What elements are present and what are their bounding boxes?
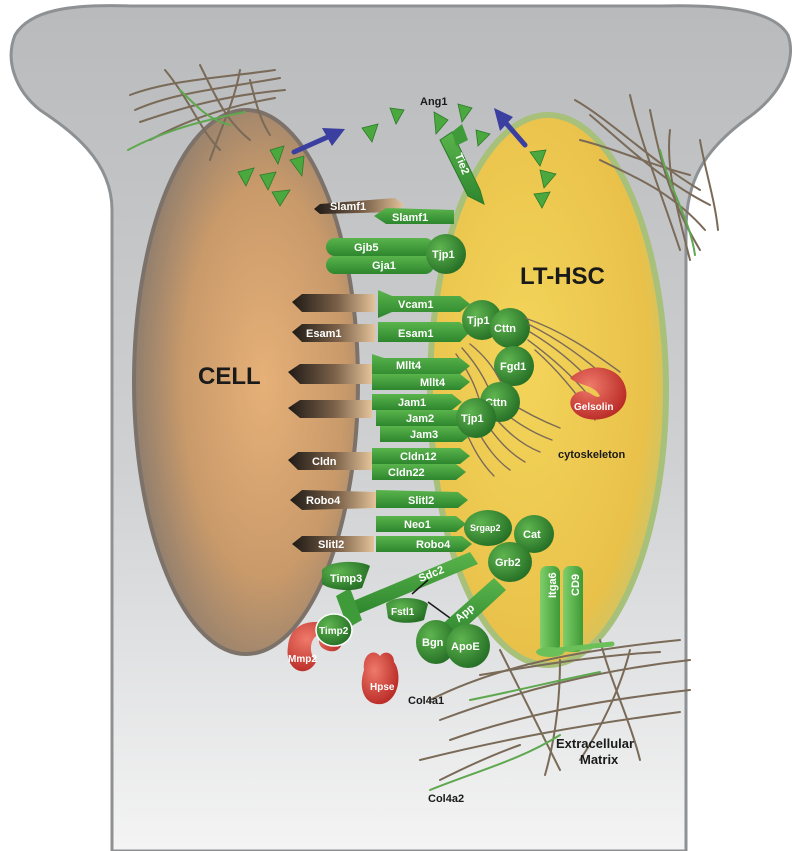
robo4-left-label: Robo4 [306,495,341,507]
cldn12-label: Cldn12 [400,451,437,463]
timp2-ball [315,613,353,647]
slitl2-right-shape [376,490,468,508]
ecm-fibers-bottom [419,639,691,791]
mllt4-partner-shape [288,364,372,384]
slamf1-right-shape [374,208,454,224]
slitl2-left-label: Slitl2 [318,539,344,551]
apoe-ball [446,624,490,668]
timp3-label: Timp3 [330,573,362,585]
neo1-shape [376,516,466,532]
ang1-label: Ang1 [420,96,448,108]
tjp1-b-label: Tjp1 [467,315,490,327]
tjp1-a-label: Tjp1 [432,249,455,261]
fgd1-ball [494,346,534,386]
mllt4-b-label: Mllt4 [420,377,446,389]
slamf1-right-label: Slamf1 [392,212,428,224]
cldn12-shape [372,448,470,464]
jam1-shape [372,394,462,410]
arrow-ang1-left [291,128,345,155]
mllt4-a-shape [372,354,470,378]
gjb5-label: Gjb5 [354,242,378,254]
esam1-right-shape [378,322,470,342]
fgd1-label: Fgd1 [500,361,526,373]
cell-label: CELL [198,363,261,390]
cldn22-shape [372,464,466,480]
esam1-right-label: Esam1 [398,328,433,340]
grb2-ball [488,542,532,582]
cat-label: Cat [523,529,541,541]
ecm-label-line2: Matrix [580,752,619,767]
cd9-shape [537,566,615,655]
ecm-label-line1: Extracellular [556,736,634,751]
fstl1-shape [386,598,428,623]
grb2-label: Grb2 [495,557,521,569]
gja1-label: Gja1 [372,260,396,272]
tjp1-c-label: Tjp1 [461,413,484,425]
jam-partner-shape [288,400,372,418]
vcam1-label: Vcam1 [398,299,433,311]
app-shape [438,578,506,640]
slitl2-left-shape [292,536,374,552]
srgap2-label: Srgap2 [470,523,501,533]
robo4-left-shape [290,490,376,510]
slamf1-left-label: Slamf1 [330,201,366,213]
bgn-ball [416,620,456,664]
fstl1-label: Fstl1 [391,607,415,618]
bgn-label: Bgn [422,637,444,649]
slitl2-right-label: Slitl2 [408,495,434,507]
mllt4-a-label: Mllt4 [396,360,422,372]
robo4-right-shape [376,536,472,552]
jam1-label: Jam1 [398,397,426,409]
cldn-label: Cldn [312,456,337,468]
tie2-receptor [439,124,485,205]
jam3-shape [380,426,472,442]
mllt4-b-shape [372,374,470,390]
hpse-shape [361,652,399,705]
hpse-label: Hpse [370,682,395,693]
vcam1-partner-shape [292,294,375,312]
ecm-fibers-top-right [574,94,719,261]
neo1-label: Neo1 [404,519,431,531]
cat-ball [514,515,554,553]
jam3-label: Jam3 [410,429,438,441]
cd9-label: CD9 [570,574,582,596]
arrow-ang1-right [494,108,528,148]
fstl1-connector [411,579,451,619]
ecm-fibers-top-left [127,64,286,161]
slamf1-left-shape [314,198,404,214]
col4a2-label: Col4a2 [428,793,464,805]
cldn22-label: Cldn22 [388,467,425,479]
sdc2-shape [336,552,478,628]
mmp2-label: Mmp2 [288,654,317,665]
timp3-shape [322,561,370,591]
ang1-ligands [237,103,557,209]
itga6-label: Itga6 [547,572,559,598]
robo4-right-label: Robo4 [416,539,451,551]
tjp1-c-ball [456,398,496,438]
cttn-a-label: Cttn [494,323,516,335]
cttn-a-ball [490,308,530,348]
srgap2-ball [464,510,512,546]
cldn-shape [288,452,372,470]
gja1-shape [326,256,434,274]
apoe-label: ApoE [451,641,480,653]
gelsolin-shape [570,367,627,420]
jam2-label: Jam2 [406,413,434,425]
gjb5-shape [326,238,434,256]
jam2-shape [376,410,468,426]
lt-hsc-label: LT-HSC [520,263,605,290]
cytoskeleton-label: cytoskeleton [558,449,626,461]
vcam1-shape [378,290,470,318]
col4a1-label: Col4a1 [408,695,444,707]
esam1-left-shape [292,324,375,342]
tjp1-a-ball [426,234,466,274]
timp2-label: Timp2 [319,626,349,637]
esam1-left-label: Esam1 [306,328,341,340]
gelsolin-label: Gelsolin [574,402,613,413]
